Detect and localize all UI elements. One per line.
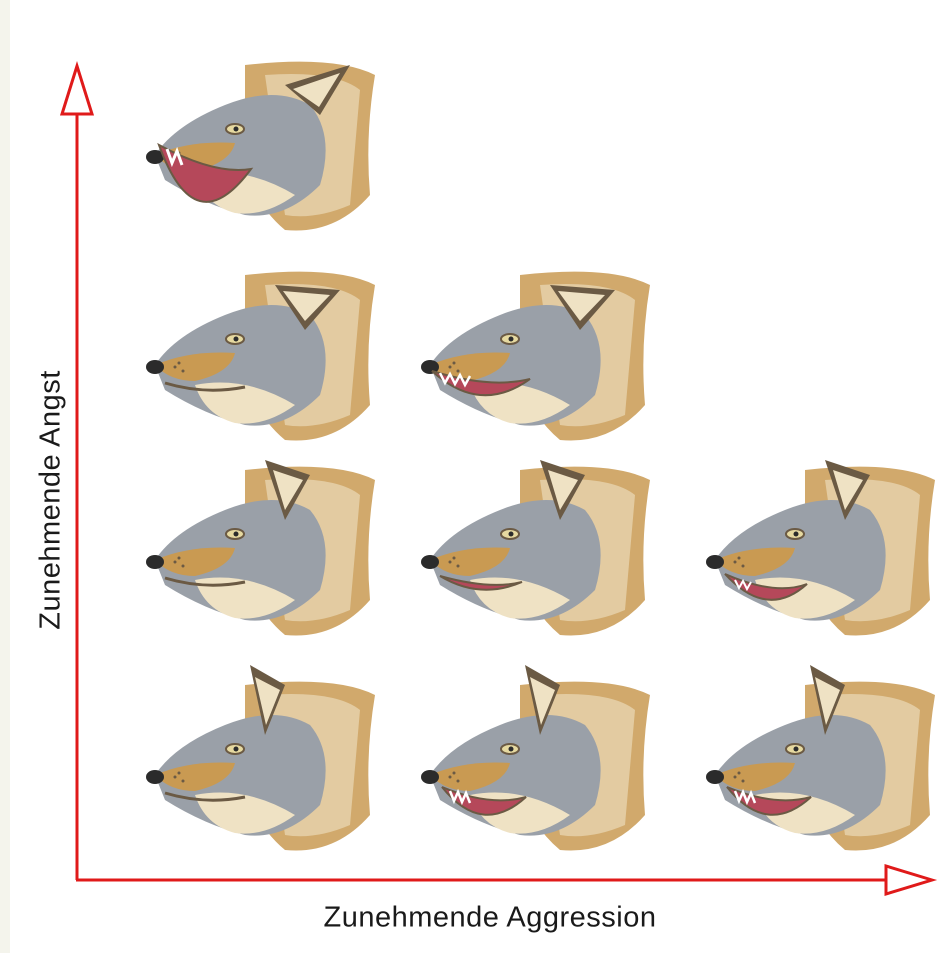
wolf-head-r3-c1 [135, 450, 385, 650]
wolf-head-r2-c2 [410, 255, 660, 455]
wolf-head-r4-c3 [695, 665, 945, 865]
wolf-grid [10, 0, 948, 953]
wolf-head-r4-c1 [135, 665, 385, 865]
wolf-head-r3-c3 [695, 450, 945, 650]
wolf-head-r2-c1 [135, 255, 385, 455]
diagram-canvas: Zunehmende Angst Zunehmende Aggression [10, 0, 948, 953]
y-axis-label: Zunehmende Angst [35, 370, 68, 630]
wolf-head-r3-c2 [410, 450, 660, 650]
wolf-head-r1-c1 [135, 45, 385, 245]
x-axis-label: Zunehmende Aggression [324, 902, 657, 935]
wolf-head-r4-c2 [410, 665, 660, 865]
